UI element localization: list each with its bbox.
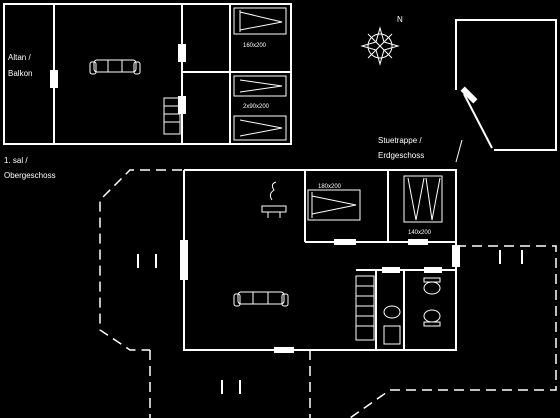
- fireplace-icon: [261, 181, 287, 218]
- upper-floor-doors: [50, 44, 186, 114]
- floor-label-line2: Obergeschoss: [4, 171, 56, 180]
- staircase-label-line2: Erdgeschoss: [378, 151, 424, 160]
- bed-size-label-2: 2x90x200: [243, 104, 270, 110]
- bed-size-label-4: 140x200: [408, 230, 432, 236]
- bed-size-label-1: 160x200: [243, 43, 267, 49]
- bed-upper-1: [233, 7, 287, 35]
- balcony-label-line2: Balkon: [8, 69, 32, 78]
- right-room: [455, 19, 557, 151]
- ground-floor-walls: [183, 169, 457, 351]
- ground-floor-doors: [180, 239, 460, 353]
- terrace-outline: [99, 169, 557, 418]
- bed-ground-3: [307, 189, 361, 221]
- ground-stair-icon: [355, 275, 375, 341]
- staircase-label-line1: Stuetrappe /: [378, 136, 422, 145]
- sofa-icon: [89, 59, 141, 75]
- bed-upper-2: [233, 75, 287, 141]
- upper-stair-icon: [163, 97, 181, 135]
- toilet-icon: [423, 277, 441, 327]
- bed-ground-4: [403, 175, 443, 223]
- terrace-marks: [137, 250, 523, 394]
- compass-north-label: N: [397, 15, 403, 24]
- compass-icon: [360, 26, 400, 66]
- sink-icon: [383, 305, 401, 345]
- floor-label-line1: 1. sal /: [4, 156, 28, 165]
- bed-size-label-3: 180x200: [318, 184, 342, 190]
- sofa-icon-ground: [233, 291, 289, 307]
- upper-floor-walls: [3, 3, 292, 145]
- balcony-label-line1: Altan /: [8, 53, 31, 62]
